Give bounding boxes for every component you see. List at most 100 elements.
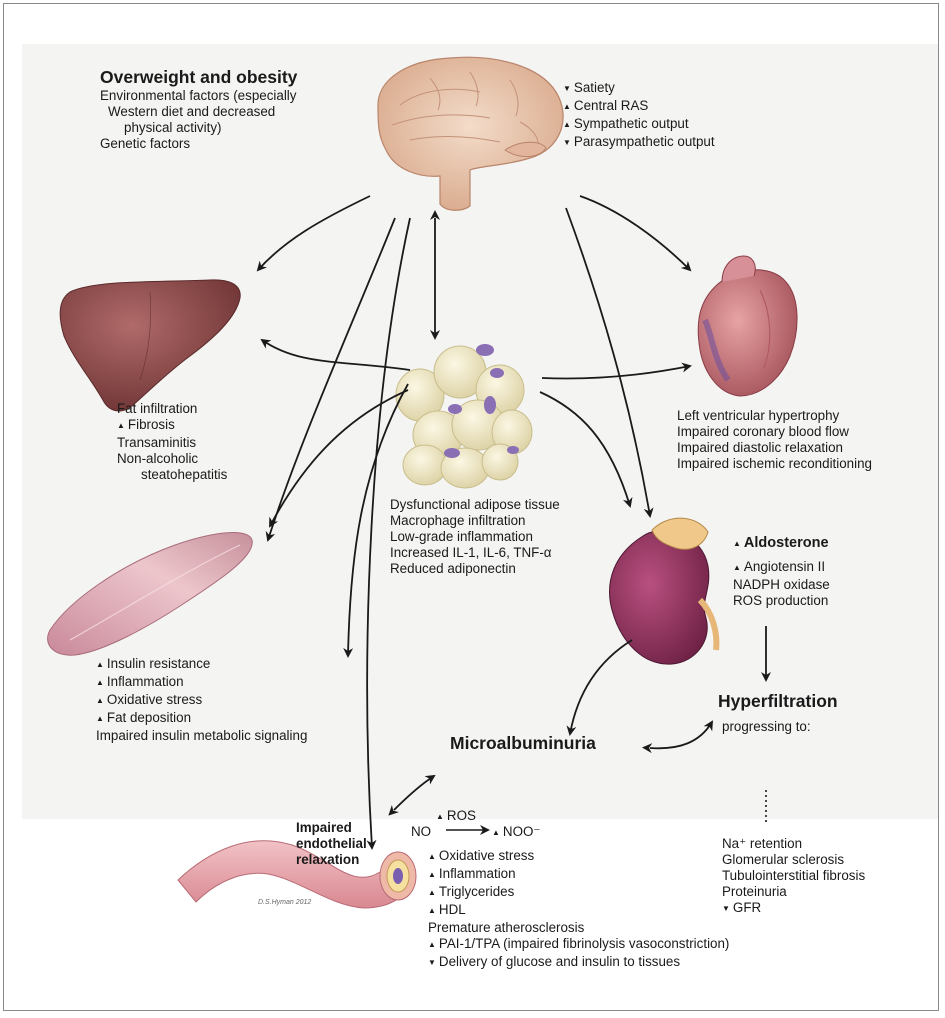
- up-arrow-icon: [428, 936, 439, 951]
- muscle-effects: Insulin resistance Inflammation Oxidativ…: [96, 656, 307, 744]
- muscle-effect-item: Inflammation: [96, 674, 307, 692]
- liver-effect-item: Fat infiltration: [117, 401, 227, 417]
- kidney-effect-label: Angiotensin II: [744, 559, 825, 574]
- heart-effect-item: Impaired coronary blood flow: [677, 424, 872, 440]
- up-arrow-icon: [733, 535, 744, 551]
- noo-text: NOO⁻: [503, 824, 541, 839]
- endothelial-title: Impaired endothelial relaxation: [296, 820, 367, 868]
- kidney-effects: Aldosterone Angiotensin II NADPH oxidase…: [733, 533, 830, 609]
- obesity-line: Western diet and decreased: [100, 104, 297, 120]
- endothelial-effect-item: Delivery of glucose and insulin to tissu…: [428, 954, 729, 972]
- obesity-title: Overweight and obesity: [100, 66, 297, 88]
- up-arrow-icon: [96, 710, 107, 725]
- outcome-item: GFR: [722, 900, 865, 918]
- obesity-line: Genetic factors: [100, 136, 297, 152]
- endothelial-effect-item: Triglycerides: [428, 884, 729, 902]
- hyperfiltration-title: Hyperfiltration: [718, 693, 838, 709]
- noo-label: NOO⁻: [492, 824, 541, 842]
- muscle-effect-item: Insulin resistance: [96, 656, 307, 674]
- adipose-effect-item: Reduced adiponectin: [390, 561, 560, 577]
- up-arrow-icon: [96, 674, 107, 689]
- up-arrow-icon: [492, 824, 503, 839]
- heart-effect-item: Impaired diastolic relaxation: [677, 440, 872, 456]
- up-arrow-icon: [563, 116, 574, 131]
- heart-effect-item: Impaired ischemic reconditioning: [677, 456, 872, 472]
- endothelial-effect-item: Oxidative stress: [428, 848, 729, 866]
- liver-effect-label: Fibrosis: [128, 417, 175, 432]
- brain-effect-item: Satiety: [563, 80, 715, 98]
- kidney-illustration: [610, 518, 717, 664]
- endothelial-effect-item: Inflammation: [428, 866, 729, 884]
- up-arrow-icon: [96, 692, 107, 707]
- microalbuminuria-block: Microalbuminuria: [450, 735, 596, 751]
- outcome-item: Na⁺ retention: [722, 836, 865, 852]
- endothelial-effect-label: PAI-1/TPA (impaired fibrinolysis vasocon…: [439, 936, 729, 951]
- heart-effect-item: Left ventricular hypertrophy: [677, 408, 872, 424]
- liver-effects: Fat infiltration Fibrosis Transaminitis …: [117, 401, 227, 483]
- down-arrow-icon: [563, 134, 574, 149]
- adipose-effect-item: Macrophage infiltration: [390, 513, 560, 529]
- adipose-effects: Dysfunctional adipose tissue Macrophage …: [390, 497, 560, 577]
- brain-effect-label: Satiety: [574, 80, 615, 95]
- down-arrow-icon: [428, 954, 439, 969]
- outcome-item: Tubulointerstitial fibrosis: [722, 868, 865, 884]
- muscle-effect-item: Impaired insulin metabolic signaling: [96, 728, 307, 744]
- liver-effect-item: Fibrosis: [117, 417, 227, 435]
- endothelial-effect-label: Delivery of glucose and insulin to tissu…: [439, 954, 680, 969]
- endothelial-effect-item: Premature atherosclerosis: [428, 920, 729, 936]
- endothelial-effects: Oxidative stress Inflammation Triglyceri…: [428, 848, 729, 972]
- brain-effect-item: Sympathetic output: [563, 116, 715, 134]
- up-arrow-icon: [96, 656, 107, 671]
- muscle-effect-item: Fat deposition: [96, 710, 307, 728]
- outcome-item: Glomerular sclerosis: [722, 852, 865, 868]
- muscle-effect-item: Oxidative stress: [96, 692, 307, 710]
- kidney-effect-item: Angiotensin II: [733, 559, 830, 577]
- endothelial-effect-item: PAI-1/TPA (impaired fibrinolysis vasocon…: [428, 936, 729, 954]
- brain-effects: Satiety Central RAS Sympathetic output P…: [563, 80, 715, 152]
- heart-illustration: [698, 256, 797, 396]
- aldosterone-item: Aldosterone: [733, 533, 830, 555]
- brain-effect-item: Parasympathetic output: [563, 134, 715, 152]
- hyperfiltration-block: Hyperfiltration progressing to:: [718, 693, 838, 735]
- ros-label: ROS: [436, 808, 476, 826]
- aldosterone-label: Aldosterone: [744, 535, 829, 551]
- up-arrow-icon: [117, 417, 128, 432]
- muscle-effect-label: Fat deposition: [107, 710, 191, 725]
- heart-effects: Left ventricular hypertrophy Impaired co…: [677, 408, 872, 472]
- muscle-illustration: [48, 533, 253, 656]
- kidney-effect-item: ROS production: [733, 593, 830, 609]
- microalbuminuria-title: Microalbuminuria: [450, 735, 596, 751]
- brain-effect-label: Central RAS: [574, 98, 648, 113]
- up-arrow-icon: [733, 559, 744, 574]
- outcome-label: GFR: [733, 900, 761, 915]
- endothelial-title-line: Impaired: [296, 820, 367, 836]
- up-arrow-icon: [428, 866, 439, 881]
- up-arrow-icon: [563, 98, 574, 113]
- brain-effect-label: Sympathetic output: [574, 116, 689, 131]
- up-arrow-icon: [428, 848, 439, 863]
- ros-text: ROS: [447, 808, 476, 823]
- liver-illustration: [60, 280, 240, 411]
- outcome-item: Proteinuria: [722, 884, 865, 900]
- liver-effect-item: Non-alcoholic: [117, 451, 227, 467]
- adipose-effect-item: Dysfunctional adipose tissue: [390, 497, 560, 513]
- up-arrow-icon: [428, 902, 439, 917]
- muscle-effect-label: Oxidative stress: [107, 692, 202, 707]
- up-arrow-icon: [428, 884, 439, 899]
- obesity-block: Overweight and obesity Environmental fac…: [100, 66, 297, 152]
- muscle-effect-label: Insulin resistance: [107, 656, 210, 671]
- liver-effect-item: steatohepatitis: [117, 467, 227, 483]
- endothelial-effect-label: Inflammation: [439, 866, 516, 881]
- brain-effect-label: Parasympathetic output: [574, 134, 715, 149]
- endothelial-title-line: endothelial: [296, 836, 367, 852]
- obesity-line: Environmental factors (especially: [100, 88, 297, 104]
- brain-illustration: [378, 57, 563, 210]
- liver-effect-item: Transaminitis: [117, 435, 227, 451]
- up-arrow-icon: [436, 808, 447, 823]
- muscle-effect-label: Inflammation: [107, 674, 184, 689]
- adipose-effect-item: Increased IL-1, IL-6, TNF-α: [390, 545, 560, 561]
- obesity-line: physical activity): [100, 120, 297, 136]
- kidney-effect-item: NADPH oxidase: [733, 577, 830, 593]
- endothelial-effect-label: Oxidative stress: [439, 848, 534, 863]
